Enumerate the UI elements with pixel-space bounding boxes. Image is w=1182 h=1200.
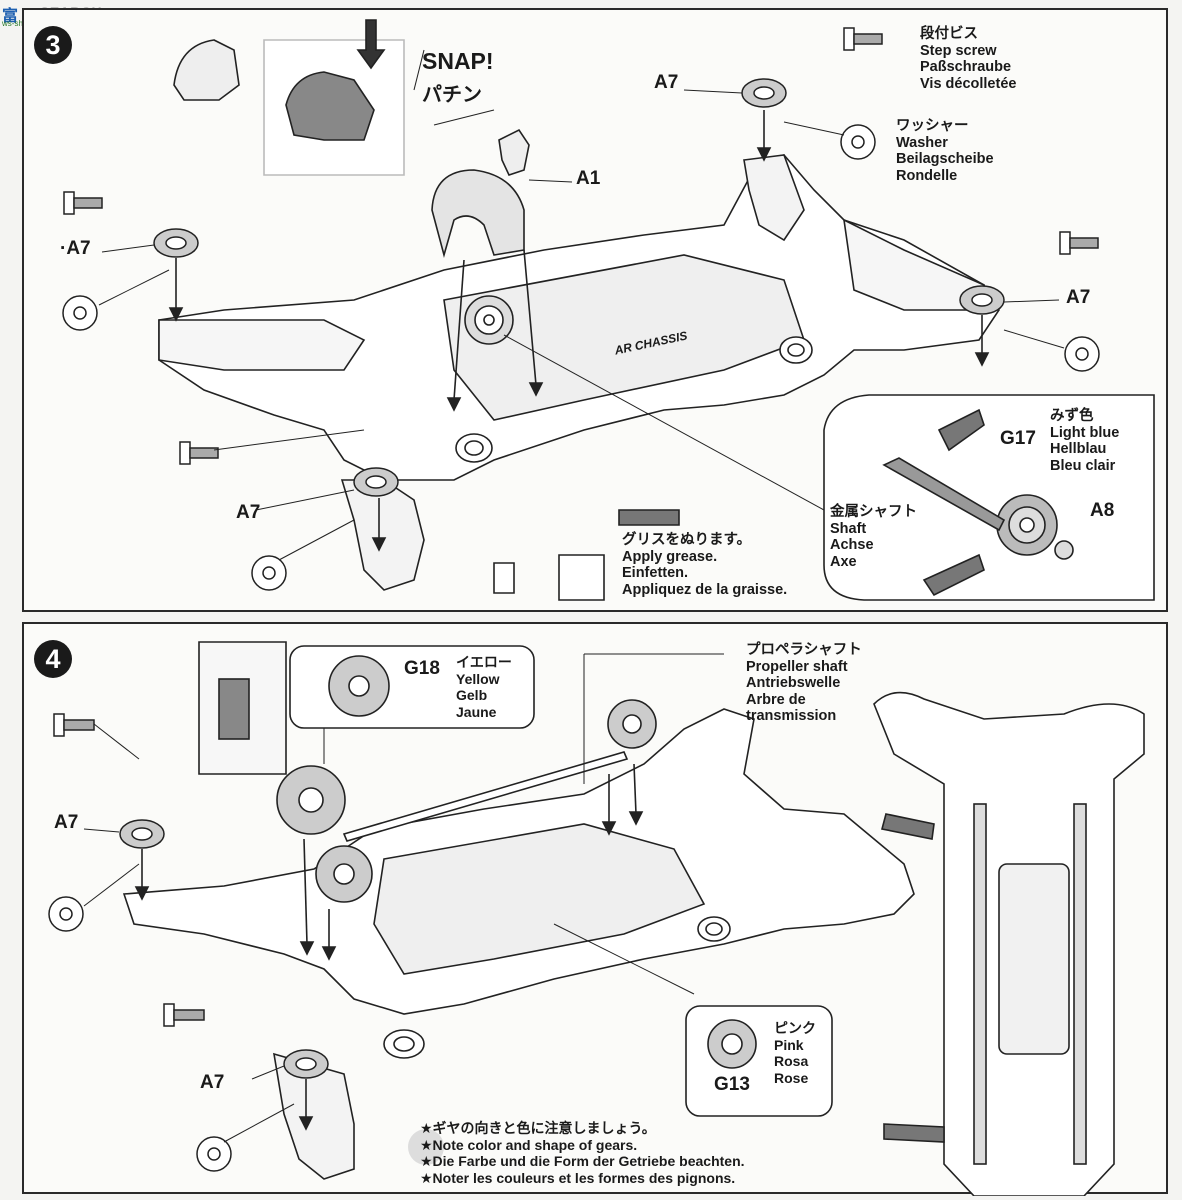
propeller-shaft	[342, 751, 629, 842]
part-a7-right: A7	[1066, 287, 1091, 308]
part-g17: G17	[1000, 428, 1036, 449]
snap-arrow	[356, 19, 386, 70]
step-3-diagram	[62, 19, 1155, 601]
step-4-number: 4	[34, 640, 72, 678]
grease-label: グリスをぬります。Apply grease. Einfetten.Appliqu…	[622, 532, 788, 598]
grease-icon	[558, 554, 605, 601]
step-3-number: 3	[34, 26, 72, 64]
step-4-panel: 4	[22, 622, 1168, 1196]
step-3-panel: 3	[22, 8, 1168, 612]
snap-label: SNAP!	[422, 48, 494, 74]
grease-tube-2	[922, 553, 985, 597]
part-g18: G18	[404, 658, 440, 679]
part-a1: A1	[576, 168, 601, 189]
part-a8: A8	[1090, 500, 1115, 521]
grease-tube-4a	[881, 813, 935, 840]
chassis-tub	[443, 254, 806, 421]
bumper-leg-4	[273, 1052, 355, 1180]
part-a7-bottom: A7	[236, 502, 261, 523]
gear-cover	[431, 169, 525, 259]
grease-tube-3	[618, 509, 680, 526]
part-g13: G13	[714, 1074, 750, 1095]
part-a7-top-4: A7	[54, 812, 79, 833]
bumper-leg	[340, 479, 425, 591]
part-a7-left: ·A7	[60, 238, 91, 259]
a1-clip	[498, 128, 530, 176]
front-arm-left	[158, 319, 366, 371]
snap-jp-label: パチン	[422, 84, 482, 106]
rear-tower	[743, 154, 805, 242]
part-a7-top: A7	[654, 72, 679, 93]
metal-shaft	[882, 457, 1006, 532]
part-a7-bottom-4: A7	[200, 1072, 225, 1093]
grease-tube-1	[937, 408, 985, 452]
snap-inset-cover	[285, 71, 375, 141]
gear-note: ★ギヤの向きと色に注意しましょう。★Note color and shape o…	[420, 1120, 745, 1186]
loose-cover	[173, 39, 240, 101]
step-4-diagram	[48, 641, 1145, 1196]
grease-tube-4b	[883, 1123, 945, 1143]
chassis-floor-4	[373, 823, 706, 975]
